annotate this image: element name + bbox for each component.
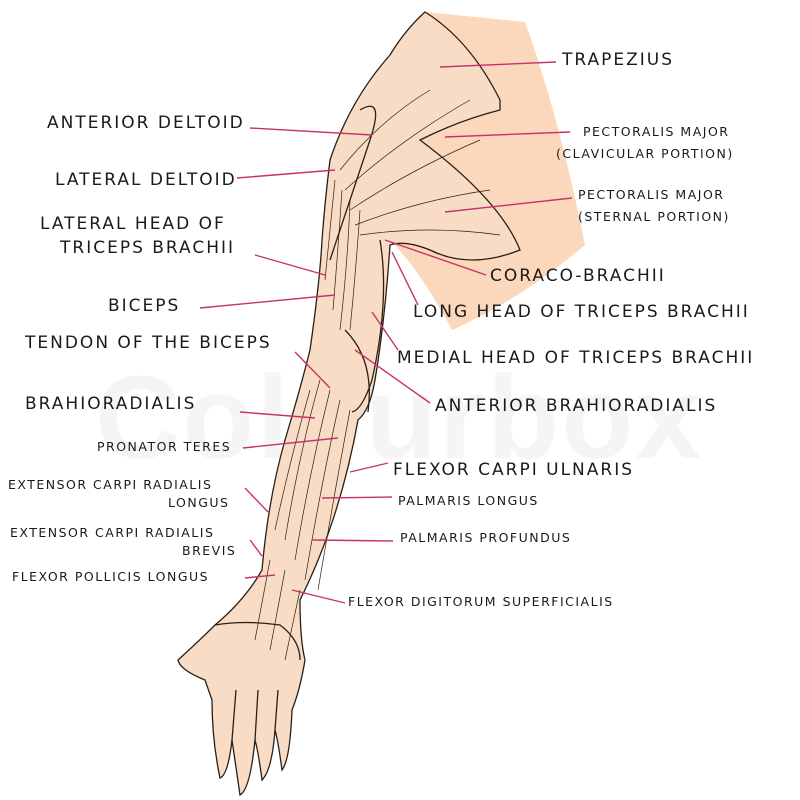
- leader-palmaris-profundus: [311, 539, 394, 542]
- label-flexor-digitorum-superficialis: FLEXOR DIGITORUM SUPERFICIALIS: [348, 594, 614, 609]
- label-coraco-brachii: CORACO-BRACHII: [490, 266, 666, 286]
- label-ecrb-1: EXTENSOR CARPI RADIALIS: [10, 525, 215, 540]
- leader-tendon-biceps: [294, 351, 331, 389]
- leader-pec-clavicular: [444, 131, 571, 138]
- label-long-triceps: LONG HEAD OF TRICEPS BRACHII: [413, 302, 750, 322]
- label-pec-clavicular-1: PECTORALIS MAJOR: [583, 124, 730, 139]
- arm-outline: [177, 11, 521, 796]
- label-anterior-brahioradialis: ANTERIOR BRAHIORADIALIS: [435, 396, 718, 416]
- leader-fcu: [349, 462, 389, 473]
- label-ecrl-2: LONGUS: [168, 495, 230, 510]
- leader-lateral-deltoid: [236, 169, 336, 179]
- leader-coraco: [384, 239, 487, 276]
- label-flexor-carpi-ulnaris: FLEXOR CARPI ULNARIS: [393, 460, 635, 480]
- label-ecrl-1: EXTENSOR CARPI RADIALIS: [8, 477, 213, 492]
- label-flexor-pollicis-longus: FLEXOR POLLICIS LONGUS: [12, 569, 210, 584]
- leader-fpl: [244, 574, 276, 579]
- label-tendon-biceps: TENDON OF THE BICEPS: [25, 333, 272, 353]
- label-lateral-deltoid: LATERAL DELTOID: [55, 170, 237, 190]
- label-ecrb-2: BREVIS: [182, 543, 237, 558]
- leader-long-triceps: [391, 251, 419, 306]
- label-pec-sternal-2: (STERNAL PORTION): [578, 209, 730, 224]
- label-palmaris-profundus: PALMARIS PROFUNDUS: [400, 530, 572, 545]
- leader-fds: [291, 589, 346, 604]
- leader-anterior-deltoid: [249, 127, 373, 136]
- leader-lines: [199, 61, 573, 604]
- label-palmaris-longus: PALMARIS LONGUS: [398, 493, 539, 508]
- label-pec-clavicular-2: (CLAVICULAR PORTION): [556, 146, 734, 161]
- label-brahioradialis: BRAHIORADIALIS: [25, 394, 197, 414]
- leader-ecrb: [249, 539, 263, 557]
- label-pronator-teres: PRONATOR TERES: [97, 439, 232, 454]
- leader-pronator: [242, 437, 339, 449]
- leader-palmaris-longus: [321, 496, 393, 499]
- leader-ecrl: [244, 487, 269, 513]
- leader-lateral-triceps: [254, 254, 326, 276]
- muscle-fibers: [254, 89, 501, 661]
- leader-medial-triceps: [371, 311, 399, 351]
- label-anterior-deltoid: ANTERIOR DELTOID: [47, 113, 245, 133]
- leader-ant-brahioradialis: [354, 349, 431, 404]
- label-trapezius: TRAPEZIUS: [562, 50, 675, 70]
- label-lateral-triceps-1: LATERAL HEAD OF: [40, 214, 226, 234]
- label-medial-triceps: MEDIAL HEAD OF TRICEPS BRACHII: [397, 348, 755, 368]
- leader-trapezius: [439, 61, 557, 68]
- label-pec-sternal-1: PECTORALIS MAJOR: [578, 187, 725, 202]
- leader-pec-sternal: [444, 197, 573, 213]
- label-lateral-triceps-2: TRICEPS BRACHII: [60, 238, 236, 258]
- label-biceps: BICEPS: [108, 296, 181, 316]
- leader-brahioradialis: [239, 411, 316, 419]
- leader-biceps: [199, 294, 336, 309]
